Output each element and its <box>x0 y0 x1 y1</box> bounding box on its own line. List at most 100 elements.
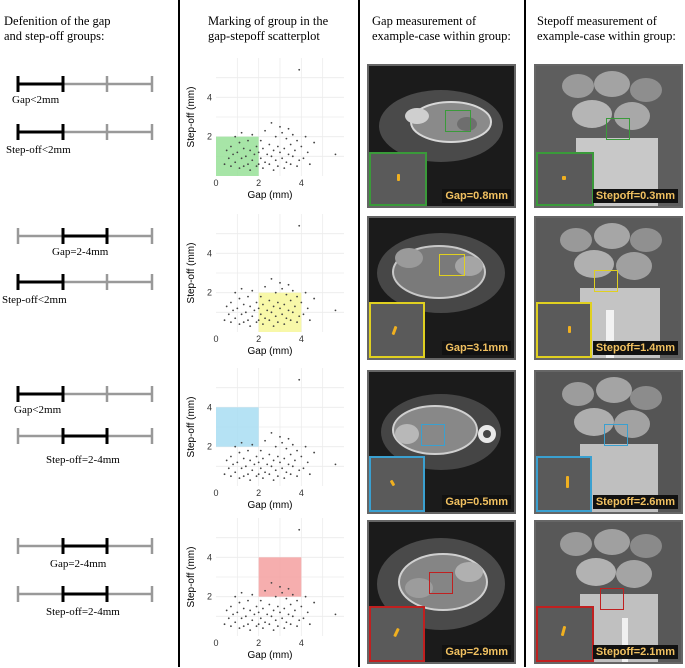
data-point <box>255 605 258 608</box>
data-point <box>244 155 247 158</box>
data-point <box>268 319 271 322</box>
data-point <box>242 303 245 306</box>
data-point <box>304 291 307 294</box>
data-point <box>251 619 254 622</box>
data-point <box>294 459 296 462</box>
ct-anatomy <box>381 394 501 470</box>
y-tick-label: 2 <box>207 442 212 452</box>
y-axis-label: Step-off (mm) <box>186 397 197 458</box>
data-point <box>249 629 252 631</box>
data-point <box>289 299 292 302</box>
data-point <box>281 131 284 134</box>
data-point <box>276 165 279 168</box>
data-point <box>242 475 245 478</box>
data-point <box>294 305 296 308</box>
column-divider-2 <box>358 0 360 667</box>
roi-box <box>604 424 628 446</box>
header-scatter-marking: Marking of group in the gap-stepoff scat… <box>208 14 329 43</box>
y-tick-label: 2 <box>207 592 212 602</box>
data-point <box>281 441 284 444</box>
data-point <box>232 153 234 156</box>
column-divider-3 <box>524 0 526 667</box>
data-point <box>298 224 301 227</box>
data-point <box>298 528 301 531</box>
data-point <box>283 147 286 150</box>
stepoff-scale-diagram <box>16 124 154 140</box>
data-point <box>334 613 337 616</box>
data-point <box>240 287 243 290</box>
data-point <box>249 169 252 171</box>
data-point <box>240 157 243 160</box>
data-point <box>234 471 237 474</box>
data-point <box>298 378 301 381</box>
y-axis-label: Step-off (mm) <box>186 547 197 608</box>
data-point <box>289 163 292 166</box>
data-point <box>272 479 275 481</box>
data-point <box>287 437 290 440</box>
measurement-marker <box>566 476 569 488</box>
x-tick-label: 2 <box>256 178 261 188</box>
zoom-inset <box>369 302 425 358</box>
data-point <box>272 609 275 612</box>
data-point <box>247 139 249 142</box>
data-point <box>259 139 262 142</box>
data-point <box>276 321 279 324</box>
data-point <box>249 325 252 327</box>
data-point <box>230 475 232 478</box>
data-point <box>302 617 305 620</box>
data-point <box>313 141 316 144</box>
data-point <box>272 325 275 327</box>
stepoff-label: Step-off=2-4mm <box>46 454 120 466</box>
data-point <box>283 607 286 610</box>
data-point <box>287 283 290 286</box>
stepoff-scale-diagram <box>16 428 154 444</box>
data-point <box>251 593 254 596</box>
data-point <box>276 605 279 608</box>
data-point <box>268 473 271 476</box>
data-point <box>285 293 288 296</box>
data-point <box>259 157 262 160</box>
zoom-inset <box>369 456 425 512</box>
group-definition-3: Gap<2mm Step-off=2-4mm <box>0 372 176 482</box>
data-point <box>264 621 266 624</box>
data-point <box>236 307 239 310</box>
data-point <box>230 455 232 458</box>
header-group-definition: Defenition of the gap and step-off group… <box>4 14 111 43</box>
data-point <box>268 453 271 456</box>
data-point <box>313 451 316 454</box>
x-tick-label: 0 <box>213 488 218 498</box>
data-point <box>306 151 309 154</box>
y-tick-label: 4 <box>207 552 212 562</box>
data-point <box>255 165 258 168</box>
data-point <box>227 617 230 620</box>
stepoff-label: Step-off<2mm <box>2 294 67 306</box>
data-point <box>287 613 290 616</box>
data-point <box>264 589 266 592</box>
data-point <box>283 167 286 170</box>
data-point <box>296 475 298 478</box>
stepoff-label: Step-off=2-4mm <box>46 606 120 618</box>
x-tick-label: 2 <box>256 334 261 344</box>
data-point <box>257 163 260 166</box>
data-point <box>281 313 284 316</box>
data-point <box>279 281 281 284</box>
data-point <box>223 473 226 476</box>
data-point <box>238 323 241 326</box>
data-point <box>306 461 309 464</box>
data-point <box>300 301 303 304</box>
data-point <box>281 287 284 290</box>
data-point <box>257 473 260 476</box>
gap-ct-image-3: Gap=0.5mm <box>367 370 516 514</box>
data-point <box>279 125 281 128</box>
data-point <box>255 321 258 324</box>
data-point <box>285 317 288 320</box>
roi-box <box>429 572 453 594</box>
header-gap-measurement: Gap measurement of example-case within g… <box>372 14 511 43</box>
data-point <box>283 323 286 326</box>
data-point <box>304 445 307 448</box>
data-point <box>259 617 262 620</box>
data-point <box>334 309 337 312</box>
data-point <box>313 297 316 300</box>
data-point <box>268 143 271 146</box>
data-point <box>274 291 277 294</box>
